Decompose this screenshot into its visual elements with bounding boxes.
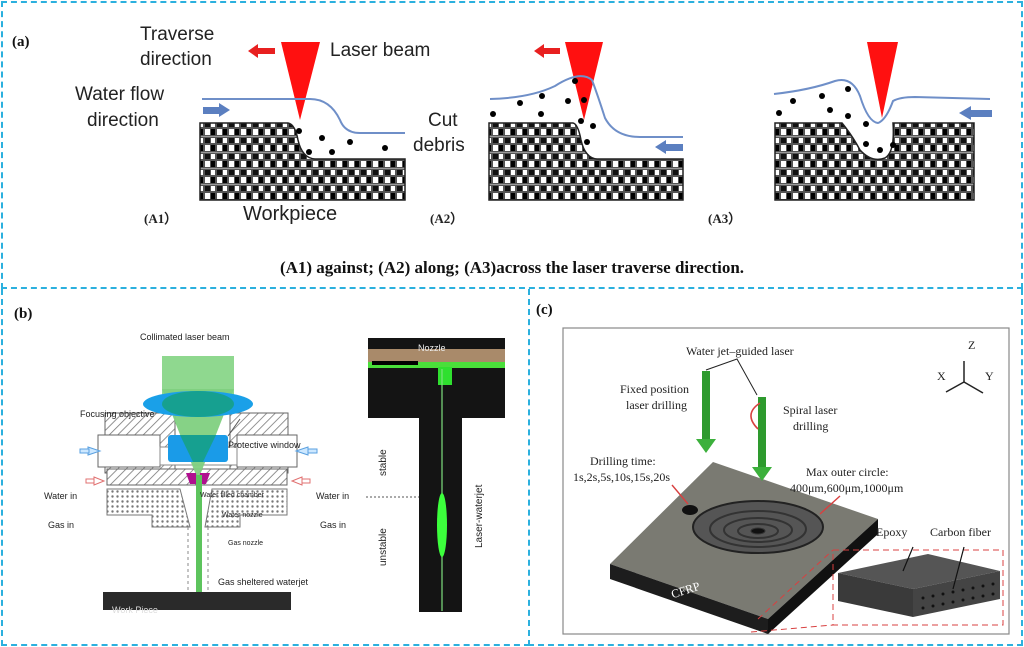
cfrp-plate-side-right bbox=[768, 519, 878, 634]
axis-x-label: X bbox=[937, 369, 946, 383]
subfigure-a2 bbox=[488, 42, 684, 201]
laser-waterjet-label: Laser-waterjet bbox=[474, 484, 485, 548]
laser-beam-a1 bbox=[281, 42, 320, 120]
laser-beam-a3 bbox=[867, 42, 898, 118]
water-in-right-label: Water in bbox=[316, 491, 350, 501]
water-jet-guided-laser-label: Water jet–guided laser bbox=[686, 344, 794, 358]
focusing-objective-label: Focusing objective bbox=[80, 409, 155, 419]
gas-nozzle-right bbox=[204, 488, 288, 528]
laser-beam-label: Laser beam bbox=[330, 40, 431, 61]
nozzle-label: Nozzle bbox=[418, 343, 446, 353]
traverse-direction-label-2: direction bbox=[140, 49, 212, 70]
cut-debris-label-2: debris bbox=[413, 135, 465, 156]
collimated-laser-beam-label: Collimated laser beam bbox=[140, 332, 230, 342]
subfigure-tag-a3: (A3） bbox=[708, 211, 742, 226]
cfrp-plate-side-left bbox=[610, 564, 768, 634]
carbon-fiber-dots bbox=[921, 582, 995, 610]
spiral-hole bbox=[692, 500, 824, 554]
drilling-time-label-1: Drilling time: bbox=[590, 454, 656, 468]
subfigure-a1 bbox=[199, 42, 406, 201]
water-in-left-label: Water in bbox=[44, 491, 78, 501]
subfigure-tag-a2: (A2） bbox=[430, 211, 464, 226]
unstable-label: unstable bbox=[378, 528, 389, 566]
xyz-axes-icon bbox=[945, 361, 984, 394]
spiral-rotation-icon bbox=[750, 402, 761, 430]
water-in-left-arrow-icon bbox=[79, 446, 102, 456]
protective-window-label: Protective window bbox=[228, 440, 301, 450]
cut-debris-label-1: Cut bbox=[428, 110, 458, 131]
water-chamber-left bbox=[97, 434, 161, 468]
workpiece-a3 bbox=[774, 122, 975, 201]
gas-in-right-label: Gas in bbox=[320, 520, 347, 530]
gas-nozzle-left bbox=[106, 488, 191, 528]
workpiece-a2 bbox=[488, 122, 684, 201]
panel-b-schematic bbox=[79, 338, 505, 612]
traverse-arrow-icon bbox=[248, 44, 275, 58]
panel-a-label: (a) bbox=[12, 34, 30, 50]
debris-a2 bbox=[490, 78, 596, 145]
panel-c-diagram bbox=[562, 327, 1010, 635]
work-piece-label: Work Piece bbox=[112, 605, 158, 615]
water-filled-chamber-label: Water filled chamber bbox=[200, 492, 264, 499]
water-line-a2 bbox=[489, 75, 683, 138]
epoxy-label: Epoxy bbox=[876, 525, 908, 539]
axis-y-label: Y bbox=[985, 369, 994, 383]
panel-b bbox=[1, 289, 530, 646]
debris-a1 bbox=[296, 128, 388, 155]
max-outer-circle-label-1: Max outer circle: bbox=[806, 465, 889, 479]
water-flow-label-2: direction bbox=[87, 110, 159, 131]
spiral-jet-arrow-icon bbox=[752, 397, 772, 481]
laser-waterjet-photo bbox=[366, 338, 505, 612]
workpiece-label: Workpiece bbox=[243, 203, 338, 225]
fixed-position-label-1: Fixed position bbox=[620, 382, 690, 396]
subfigure-a3 bbox=[773, 42, 992, 201]
spiral-label-1: Spiral laser bbox=[783, 403, 838, 417]
panel-a-diagram bbox=[199, 42, 992, 201]
gas-in-left-label: Gas in bbox=[48, 520, 75, 530]
water-flow-arrow-a3-icon bbox=[959, 106, 992, 120]
water-line-a1 bbox=[202, 98, 405, 134]
subfigure-tag-a1: (A1） bbox=[144, 211, 178, 226]
max-outer-circle-label-2: 400μm,600μm,1000μm bbox=[790, 481, 904, 495]
work-piece bbox=[103, 592, 291, 610]
water-nozzle-insert bbox=[186, 473, 197, 484]
water-line-a3 bbox=[773, 79, 991, 125]
zoom-inset-box bbox=[832, 549, 1004, 626]
debris-a3 bbox=[776, 86, 896, 153]
fixed-jet-arrow-icon bbox=[696, 371, 716, 453]
inset-block-side bbox=[913, 571, 1000, 617]
traverse-direction-label-1: Traverse bbox=[140, 24, 215, 45]
fixed-position-label-2: laser drilling bbox=[626, 398, 687, 412]
spiral-label-2: drilling bbox=[793, 419, 829, 433]
gas-in-right-arrow-icon bbox=[290, 476, 311, 486]
water-chamber-right bbox=[236, 434, 298, 468]
inset-block-front bbox=[838, 573, 913, 617]
drilled-hole bbox=[682, 505, 698, 515]
water-flow-arrow-a2-icon bbox=[655, 140, 683, 154]
drilling-time-label-2: 1s,2s,5s,10s,15s,20s bbox=[573, 470, 671, 484]
waterjet-stream bbox=[196, 475, 202, 593]
panel-c bbox=[528, 289, 1023, 646]
panel-c-label: (c) bbox=[536, 302, 553, 318]
panel-b-label: (b) bbox=[14, 306, 33, 322]
workpiece-a1 bbox=[199, 122, 406, 201]
axis-z-label: Z bbox=[968, 338, 976, 352]
stable-label: stable bbox=[378, 449, 389, 476]
water-flow-arrow-icon bbox=[203, 103, 230, 117]
water-flow-label-1: Water flow bbox=[75, 84, 165, 105]
water-in-right-arrow-icon bbox=[294, 446, 318, 456]
traverse-arrow-a2-icon bbox=[534, 44, 560, 58]
water-nozzle-label: Water nozzle bbox=[222, 512, 263, 519]
panel-a bbox=[1, 1, 1023, 289]
laser-beam-a2 bbox=[565, 42, 603, 120]
panel-a-caption: (A1) against; (A2) along; (A3)across the… bbox=[279, 258, 745, 277]
jet-label-leader bbox=[705, 358, 758, 396]
gas-nozzle-label: Gas nozzle bbox=[228, 540, 264, 547]
gas-sheltered-waterjet-label: Gas sheltered waterjet bbox=[218, 577, 309, 587]
gas-in-left-arrow-icon bbox=[85, 476, 106, 486]
carbon-fiber-label: Carbon fiber bbox=[930, 525, 991, 539]
